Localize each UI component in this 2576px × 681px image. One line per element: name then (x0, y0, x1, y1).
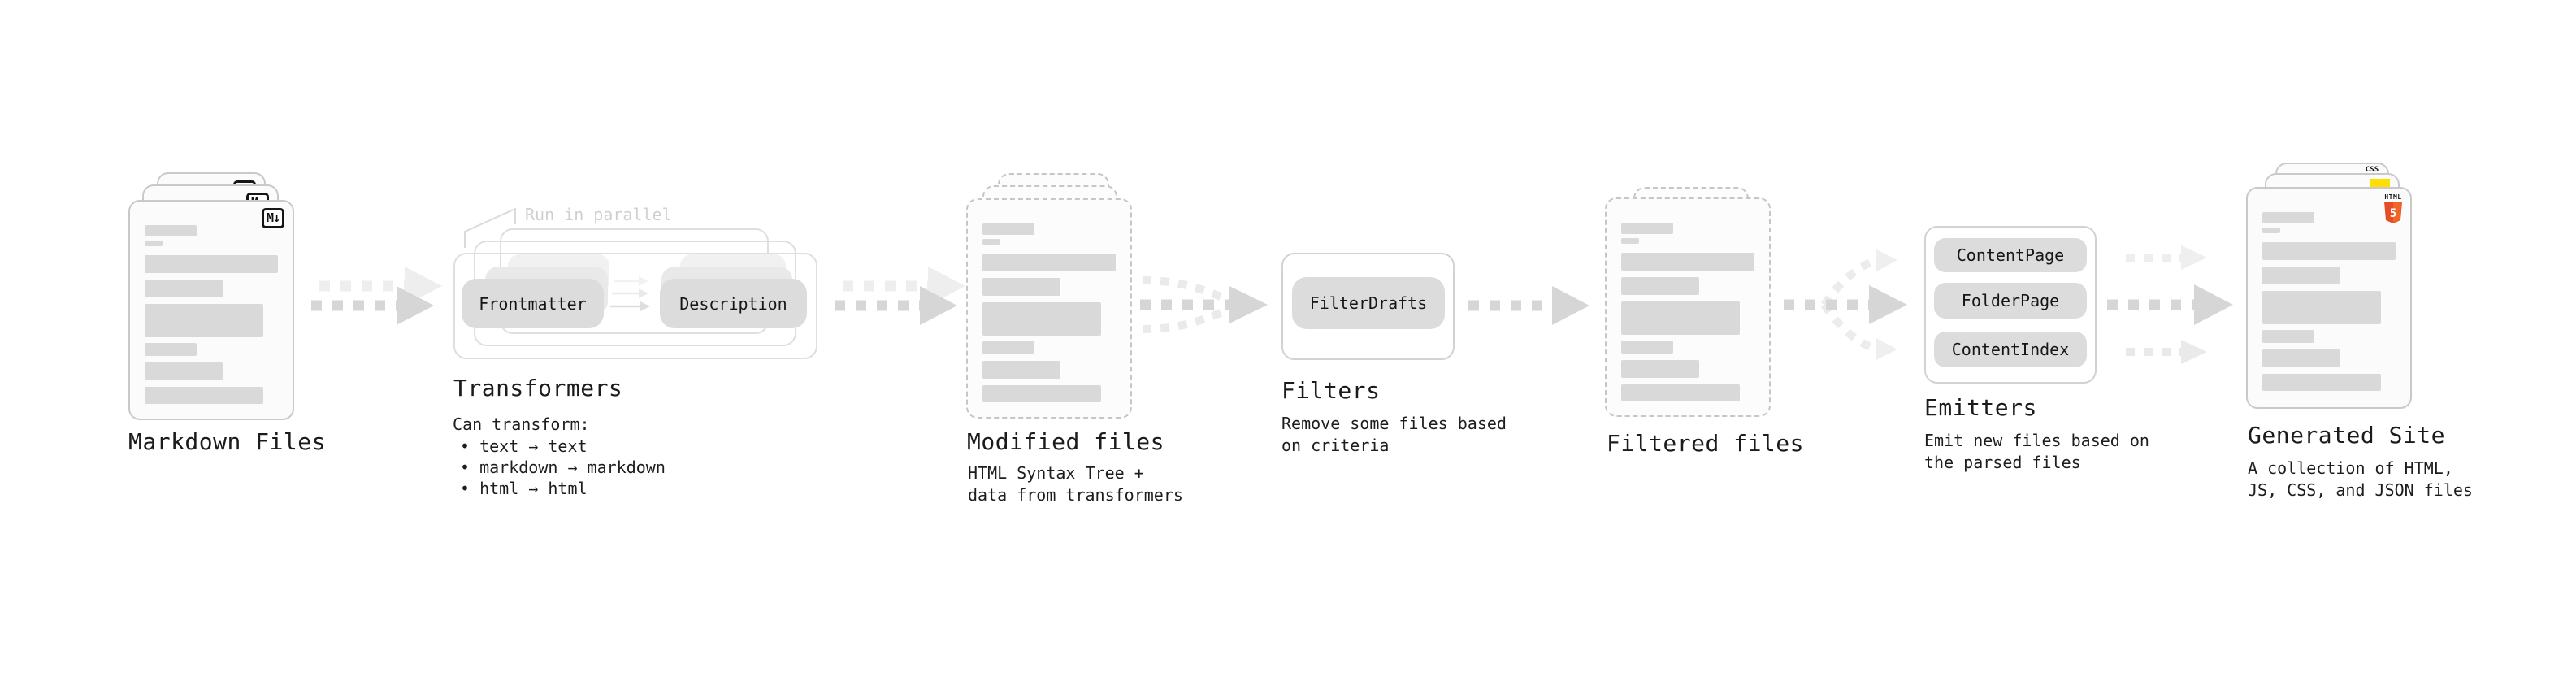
transformer-stack-box-front (453, 253, 817, 359)
emitter-node-contentindex: ContentIndex (1934, 332, 2087, 367)
run-in-parallel-leader-line (464, 207, 516, 248)
modified-file-card-front (966, 198, 1132, 419)
stage-label-filtered-files: Filtered files (1607, 430, 1805, 457)
text-placeholder-bar (1621, 253, 1754, 271)
text-placeholder-bar (1621, 340, 1673, 354)
text-placeholder-bar (2262, 242, 2396, 260)
arrowhead (920, 286, 957, 325)
text-placeholder-bar (982, 239, 1000, 245)
js-logo-icon (2370, 179, 2390, 189)
text-placeholder-bar (1621, 277, 1699, 295)
text-placeholder-bar (982, 223, 1034, 235)
text-placeholder-bar (982, 302, 1101, 336)
site-file-card-html: HTML 5 (2246, 187, 2412, 409)
generated-site-desc: A collection of HTML, (2248, 458, 2453, 478)
arrow-ghost (843, 267, 965, 306)
text-placeholder-bar (2262, 291, 2381, 324)
text-placeholder-bar (2262, 374, 2381, 391)
stage-label-modified-files: Modified files (967, 428, 1165, 455)
transformer-node-description: Description (660, 279, 807, 328)
filters-desc: on criteria (1281, 436, 1390, 455)
emitter-node-folderpage: FolderPage (1934, 283, 2087, 319)
transformers-desc-heading: Can transform: (453, 414, 590, 434)
arrow-ghost (319, 267, 442, 306)
run-in-parallel-annotation: Run in parallel (525, 205, 672, 224)
markdown-file-card-front: M↓ (128, 200, 294, 420)
text-placeholder-bar (982, 254, 1116, 271)
arrow-modified-to-filters (1140, 276, 1268, 333)
text-placeholder-bar (2262, 267, 2340, 284)
transformer-node-frontmatter: Frontmatter (462, 279, 604, 328)
filter-node-filterdrafts: FilterDrafts (1292, 277, 1445, 329)
arrow-filtered-to-emitters (1784, 249, 1907, 360)
stage-label-transformers: Transformers (453, 375, 623, 401)
text-placeholder-bar (145, 387, 263, 404)
parallel-mini-arrows (610, 276, 650, 311)
text-placeholder-bar (982, 361, 1060, 379)
text-placeholder-bar (2262, 228, 2280, 233)
stage-label-emitters: Emitters (1924, 394, 2037, 421)
text-placeholder-bar (982, 385, 1101, 402)
filters-desc: Remove some files based (1281, 414, 1507, 433)
svg-text:5: 5 (2390, 207, 2396, 220)
text-placeholder-bar (1621, 301, 1740, 335)
text-placeholder-bar (2262, 212, 2314, 223)
text-placeholder-bar (1621, 360, 1699, 378)
arrow-filters-to-filtered (1468, 286, 1589, 325)
modified-files-desc: HTML Syntax Tree + (968, 463, 1144, 483)
arrow-markdown-to-transformers (311, 267, 442, 325)
text-placeholder-bar (145, 280, 223, 297)
transformers-bullet: • text → text (460, 436, 588, 456)
text-placeholder-bar (2262, 349, 2340, 367)
stage-label-generated-site: Generated Site (2248, 422, 2446, 449)
transformers-bullet: • markdown → markdown (460, 458, 666, 477)
modified-files-desc: data from transformers (968, 485, 1183, 505)
transformers-bullet: • html → html (460, 479, 588, 498)
text-placeholder-bar (145, 343, 197, 356)
arrow-transformers-to-modified (835, 267, 965, 325)
text-placeholder-bar (982, 278, 1060, 296)
text-placeholder-bar (1621, 384, 1740, 401)
text-placeholder-bar (145, 225, 197, 236)
stage-label-markdown-files: Markdown Files (128, 428, 327, 455)
text-placeholder-bar (145, 241, 163, 246)
text-placeholder-bar (2262, 330, 2314, 343)
stage-label-filters: Filters (1281, 377, 1381, 404)
text-placeholder-bar (1621, 223, 1673, 234)
filtered-file-card-front (1605, 197, 1771, 417)
arrowhead (397, 286, 434, 325)
arrowhead (2194, 284, 2233, 325)
text-placeholder-bar (145, 362, 223, 380)
arrowhead (1229, 286, 1268, 323)
text-placeholder-bar (145, 304, 263, 337)
text-placeholder-bar (982, 341, 1034, 354)
arrowhead (1552, 286, 1589, 325)
emitters-desc: Emit new files based on (1924, 431, 2149, 450)
arrow-emitters-to-site (2107, 245, 2233, 364)
generated-site-desc: JS, CSS, and JSON files (2248, 480, 2473, 500)
emitter-node-contentpage: ContentPage (1934, 238, 2087, 272)
html5-logo-icon: HTML 5 (2383, 194, 2404, 223)
arrowhead (1869, 285, 1907, 324)
emitters-desc: the parsed files (1924, 453, 2081, 472)
text-placeholder-bar (1621, 238, 1639, 244)
markdown-logo-icon: M↓ (261, 208, 284, 228)
text-placeholder-bar (145, 255, 278, 273)
